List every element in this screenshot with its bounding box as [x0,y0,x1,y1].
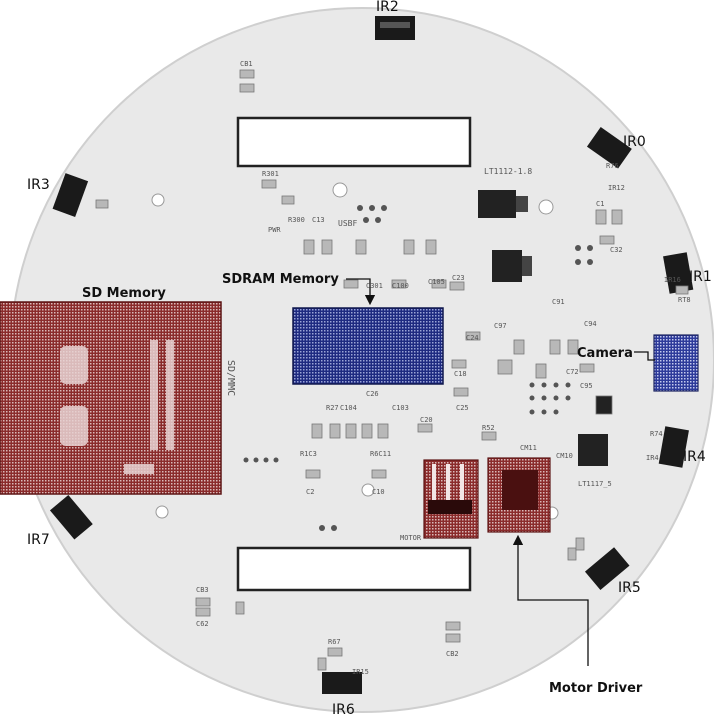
ir-connector-3 [52,173,89,218]
mount-hole [151,193,165,207]
label-ir0: IR0 [623,134,646,150]
vias [243,205,593,531]
regulator-12 [492,250,532,282]
silk-c104: C104 [340,404,357,412]
ir-connector-4 [658,426,689,468]
label-ir3: IR3 [27,177,50,193]
silk-r300: R300 [288,216,305,224]
sd-memory-highlight [0,301,222,495]
silk-ir16: IR16 [664,276,681,284]
silk-cb2: CB2 [446,650,459,658]
silk-cb3: CB3 [196,586,209,594]
silk-c32: C32 [610,246,623,254]
label-sd-memory: SD Memory [82,286,166,301]
silk-c25: C25 [456,404,469,412]
silk-ir12: IR12 [608,184,625,192]
label-ir5: IR5 [618,580,641,596]
silk-c62: C62 [196,620,209,628]
silk-pwr: PWR [268,226,281,234]
motor-driver-leader [512,534,589,666]
silk-lt1117: LT1117_5 [578,480,612,488]
silk-c91: C91 [552,298,565,306]
camera-highlight [653,334,699,392]
silk-sd-mmc: SD/MMC [225,360,236,396]
slot-top [236,116,472,168]
ir-connector-5 [584,547,630,591]
slot-bottom [236,546,472,592]
silk-c20: C20 [420,416,433,424]
silk-c26: C26 [366,390,379,398]
label-ir6: IR6 [332,702,355,717]
ir-connector-2 [375,16,415,40]
silk-r52: R52 [482,424,495,432]
sd-slot-detail [60,340,174,474]
silk-lt1112: LT1112-1.8 [484,167,532,176]
silk-r74: R74 [650,430,663,438]
silk-r1c3: R1C3 [300,450,317,458]
silk-c23: C23 [452,274,465,282]
silk-ir15: IR15 [352,668,369,676]
label-camera: Camera [577,346,633,361]
silk-rt8: RT8 [678,296,691,304]
silk-c18: C18 [454,370,467,378]
regulator-lt1112-18 [478,190,528,218]
mount-hole [155,505,169,519]
silk-c100: C100 [392,282,409,290]
sdram-memory-highlight [292,307,444,385]
silk-c24: C24 [466,334,479,342]
silk-c13: C13 [312,216,325,224]
ir-connector-1 [663,252,694,294]
label-ir2: IR2 [376,0,399,15]
ir-connector-0 [586,127,632,169]
silk-usbf: USBF [338,219,357,228]
label-motor-driver: Motor Driver [549,681,643,696]
camera-leader [634,351,655,361]
label-ir7: IR7 [27,532,50,548]
silk-c301: C301 [366,282,383,290]
silk-r67: R67 [328,638,341,646]
silk-c1: C1 [596,200,604,208]
silk-cm10: CM10 [556,452,573,460]
sdram-leader [346,278,376,306]
motor-header-pins [432,464,464,504]
silk-c72: C72 [566,368,579,376]
silk-cb1: CB1 [240,60,253,68]
motor-driver-chip [502,470,538,510]
mount-hole [332,182,348,198]
silk-r76: R76 [606,162,619,170]
regulator-lt1117-5 [578,434,608,466]
silk-r27: R27 [326,404,339,412]
silk-r301: R301 [262,170,279,178]
label-ir4: IR4 [683,449,706,465]
mount-hole [361,483,375,497]
silk-c105: C105 [428,278,445,286]
label-ir1: IR1 [689,269,712,285]
ir-connector-6 [322,672,362,694]
passive-components [95,69,689,671]
silk-c94: C94 [584,320,597,328]
silk-motor: MOTOR [400,534,422,542]
silk-c2: C2 [306,488,314,496]
mount-hole [538,199,554,215]
silk-c10: C10 [372,488,385,496]
silk-c95: C95 [580,382,593,390]
silk-ir4: IR4 [646,454,659,462]
silk-cm11: CM11 [520,444,537,452]
motor-header-body [428,500,472,514]
silk-r6c11: R6C11 [370,450,391,458]
silk-c103: C103 [392,404,409,412]
label-sdram-memory: SDRAM Memory [222,272,339,287]
ir-connector-7 [49,494,93,540]
silk-c97: C97 [494,322,507,330]
